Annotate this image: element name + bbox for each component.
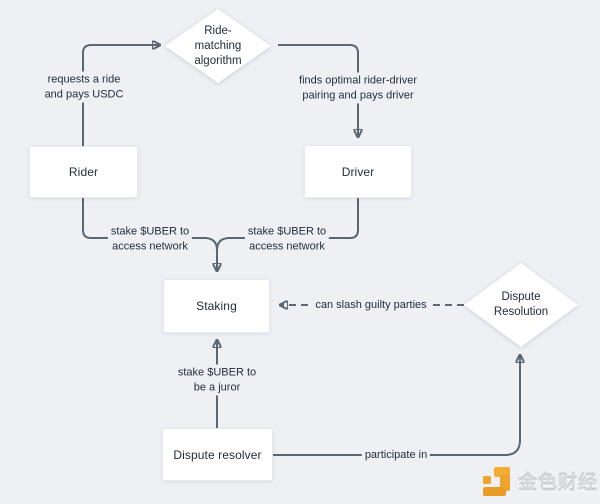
node-label: Staking — [196, 299, 237, 313]
node-label: Dispute Resolution — [464, 263, 578, 347]
edge-label-line: can slash guilty parties — [315, 298, 427, 311]
edge-resolver-to-dispute-resolution — [273, 355, 520, 456]
edge-label-stake-access-right: stake $UBER to access network — [244, 223, 330, 255]
watermark-text: 金色财经 — [518, 473, 599, 494]
node-label-line: Dispute — [501, 291, 541, 303]
edge-label-line: be a juror — [193, 381, 241, 393]
node-label-line: Resolution — [493, 306, 549, 318]
node-label: Driver — [341, 164, 375, 179]
edge-label-line: access network — [112, 240, 188, 252]
edge-label-line: stake $UBER to — [110, 225, 190, 238]
node-label: Dispute resolver — [173, 447, 262, 462]
edge-label-stake-juror: stake $UBER to be a juror — [174, 364, 260, 396]
node-label: Rider — [68, 165, 99, 179]
node-driver: Driver — [304, 145, 412, 198]
edge-label-stake-access-left: stake $UBER to access network — [107, 223, 193, 255]
edge-label-line: and pays USDC — [44, 88, 124, 100]
edge-label-line: finds optimal rider-driver — [299, 74, 417, 87]
edge-algorithm-to-driver — [278, 44, 358, 137]
edge-driver-to-staking — [216, 198, 359, 251]
node-label-line: matching — [194, 39, 242, 52]
node-dispute-resolution: Dispute Resolution — [464, 263, 578, 347]
edge-label-line: requests a ride — [47, 73, 121, 86]
edge-label-line: stake $UBER to — [177, 366, 257, 379]
jinse-finance-logo-icon — [483, 467, 510, 496]
edge-label-participate-in: participate in — [361, 446, 431, 464]
edge-label-line: stake $UBER to — [247, 225, 327, 238]
node-staking: Staking — [163, 279, 270, 333]
edge-rider-to-algorithm — [82, 45, 160, 146]
edge-label-line: participate in — [364, 448, 428, 461]
watermark: 金色财经 — [481, 466, 598, 497]
node-rider: Rider — [29, 146, 138, 198]
node-label: Ride- matching algorithm — [165, 9, 271, 83]
node-label-line: algorithm — [194, 54, 242, 67]
edge-label-requests-ride: requests a ride and pays USDC — [41, 71, 127, 103]
edge-label-line: access network — [249, 240, 325, 252]
edge-label-can-slash: can slash guilty parties — [312, 296, 430, 314]
node-label-line: Ride- — [204, 24, 232, 37]
edge-label-finds-optimal: finds optimal rider-driver pairing and p… — [296, 72, 420, 104]
node-dispute-resolver: Dispute resolver — [162, 428, 273, 481]
edge-label-line: pairing and pays driver — [302, 89, 414, 101]
node-ride-matching-algorithm: Ride- matching algorithm — [165, 9, 271, 83]
